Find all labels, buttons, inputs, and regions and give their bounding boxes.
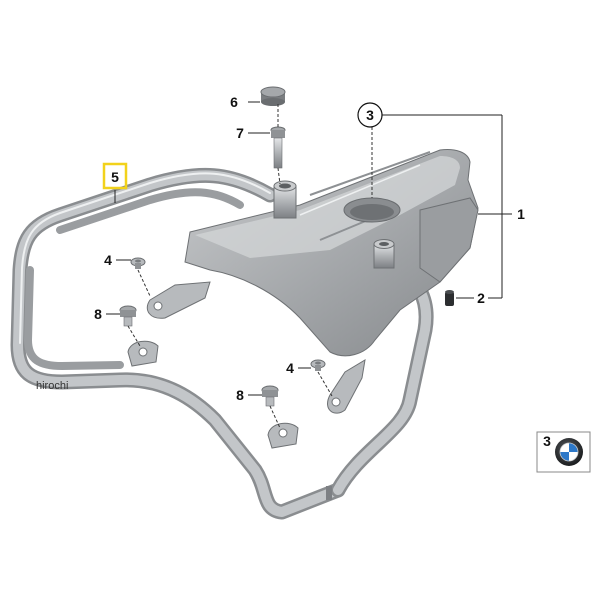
frame-post-right: [373, 239, 395, 269]
logo-box-number: 3: [543, 433, 551, 449]
cap-part-6: [260, 86, 286, 106]
washer-part-4-lower: [310, 359, 326, 371]
bolt-part-8-lower: [261, 385, 279, 407]
frame-post: [273, 180, 297, 219]
bmw-logo-box: 3: [536, 431, 591, 473]
callout-7: 7: [236, 125, 244, 141]
callout-8-lower: 8: [236, 387, 244, 403]
screw-part-7: [270, 126, 286, 169]
callouts: 6 7 3 1 2 5 4 8 4 8: [94, 94, 525, 403]
callout-8-upper: 8: [94, 306, 102, 322]
bmw-roundel-icon: [555, 438, 583, 466]
callout-4-lower: 4: [286, 360, 294, 376]
leader-lines: [106, 101, 512, 429]
callout-2: 2: [477, 290, 485, 306]
washer-part-4-upper: [130, 257, 146, 269]
callout-3-circle: [357, 102, 383, 128]
callout-4-upper: 4: [104, 252, 112, 268]
carrier-body-part-1: [127, 149, 479, 449]
callout-5-highlight: [102, 162, 128, 190]
watermark-text: hirochi: [36, 380, 68, 392]
callout-3: 3: [366, 107, 374, 123]
callout-6: 6: [230, 94, 238, 110]
callout-5: 5: [111, 169, 119, 185]
callout-1: 1: [517, 206, 525, 222]
stopper-part-2: [445, 290, 454, 306]
bolt-part-8-upper: [119, 305, 137, 327]
